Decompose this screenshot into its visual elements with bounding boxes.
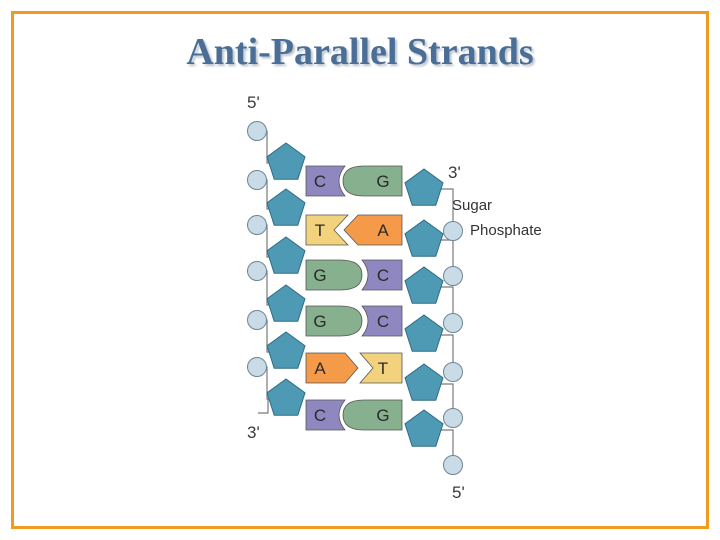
right-base-letter: A	[377, 221, 389, 240]
sugar-pentagon	[404, 219, 444, 257]
sugar-pentagon	[404, 266, 444, 304]
right-base-C	[361, 259, 403, 291]
left-backbone-line	[257, 130, 285, 400]
right-base-T	[359, 352, 403, 384]
sugar-pentagon	[266, 284, 306, 322]
sugar-pentagon	[404, 409, 444, 447]
sugar-label: Sugar	[452, 197, 492, 214]
left-base-A	[305, 352, 359, 384]
right-strand-5prime-label: 5'	[452, 483, 465, 502]
left-base-C	[305, 399, 346, 431]
phosphate-circle	[443, 362, 463, 382]
phosphate-circle	[443, 455, 463, 475]
left-base-G	[305, 259, 363, 291]
backbone-lines	[257, 130, 454, 466]
phosphate-circle	[247, 170, 267, 190]
phosphate-circle	[443, 266, 463, 286]
sugar-pentagon	[266, 142, 306, 180]
left-base-T	[305, 214, 349, 246]
left-strand-3prime-label: 3'	[247, 423, 260, 442]
phosphate-circle	[443, 221, 463, 241]
left-strand-5prime-label: 5'	[247, 93, 260, 112]
right-base-letter: T	[378, 359, 388, 378]
sugar-pentagon	[266, 378, 306, 416]
sugar-pentagon	[266, 236, 306, 274]
left-base-letter: T	[315, 221, 325, 240]
left-base-C	[305, 165, 346, 197]
left-base-letter: G	[313, 312, 326, 331]
left-base-letter: A	[314, 359, 326, 378]
left-base-letter: G	[313, 266, 326, 285]
right-base-letter: C	[377, 312, 389, 331]
sugar-pentagon	[404, 363, 444, 401]
phosphate-circle	[247, 357, 267, 377]
right-base-letter: G	[376, 406, 389, 425]
phosphate-circle	[443, 313, 463, 333]
sugars	[266, 142, 444, 447]
slide-title: Anti-Parallel Strands	[186, 31, 534, 73]
right-base-letter: C	[377, 266, 389, 285]
right-base-C	[361, 305, 403, 337]
phosphate-circle	[443, 408, 463, 428]
phosphate-circle	[247, 310, 267, 330]
phosphate-circle	[247, 261, 267, 281]
right-base-G	[342, 399, 403, 431]
left-base-letter: C	[314, 172, 326, 191]
phosphates	[247, 121, 463, 475]
phosphate-label: Phosphate	[470, 222, 542, 239]
sugar-pentagon	[266, 188, 306, 226]
sugar-pentagon	[404, 314, 444, 352]
sugar-pentagon	[404, 168, 444, 206]
right-base-A	[343, 214, 403, 246]
sugar-pentagon	[266, 331, 306, 369]
right-backbone-line	[425, 188, 454, 466]
left-base-letter: C	[314, 406, 326, 425]
phosphate-circle	[247, 121, 267, 141]
right-base-letter: G	[376, 172, 389, 191]
phosphate-circle	[247, 215, 267, 235]
right-strand-3prime-label: 3'	[448, 163, 461, 182]
left-base-G	[305, 305, 363, 337]
right-base-G	[342, 165, 403, 197]
